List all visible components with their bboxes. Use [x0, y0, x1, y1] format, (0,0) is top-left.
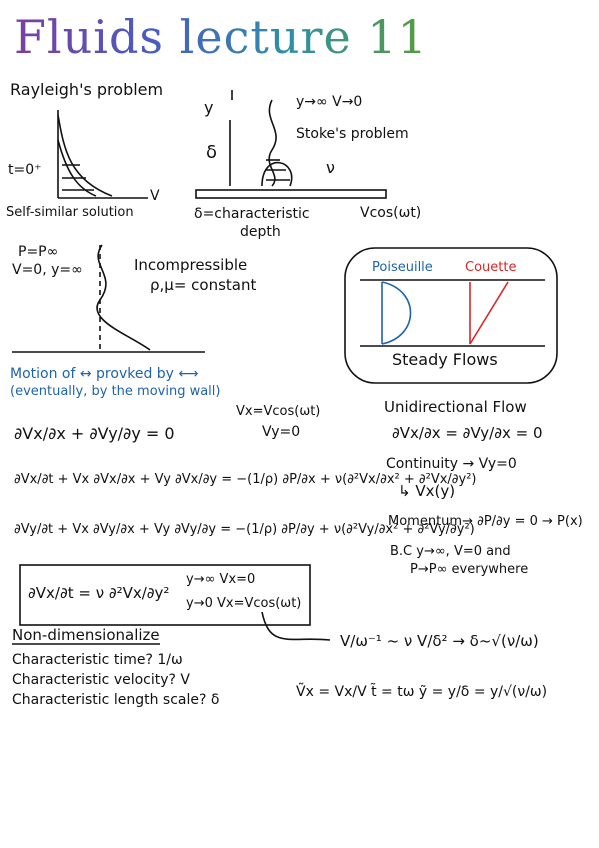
- unidir-bc1: B.C y→∞, V=0 and: [390, 544, 511, 559]
- unidir-continuity: Continuity → Vy=0: [386, 456, 517, 472]
- incomp-label: Incompressible: [134, 256, 248, 274]
- stokes-bc: y→∞ V→0: [296, 94, 363, 110]
- page-title: Fluids lecture 11: [14, 10, 428, 64]
- rayleigh-v: V: [150, 188, 160, 204]
- boxed-equation-frame: [19, 564, 311, 626]
- stokes-y: y: [204, 98, 214, 117]
- nondim-heading: Non-dimensionalize: [12, 626, 160, 644]
- stokes-delta: δ: [206, 142, 218, 163]
- unidir-vxy: ↳ Vx(y): [398, 482, 456, 500]
- unidir-bc2: P→P∞ everywhere: [410, 562, 529, 577]
- scaling-arrow: [261, 611, 331, 641]
- incompressible-sketch: [12, 244, 205, 353]
- rayleigh-selfsim: Self-similar solution: [6, 205, 134, 220]
- incomp-motion1: Motion of ↔ provked by ⟷: [10, 366, 199, 382]
- nondim-velocity: Characteristic velocity? V: [12, 672, 191, 688]
- rayleigh-t0: t=0⁺: [8, 162, 42, 178]
- unidir-momentum: Momentum→ ∂P/∂y = 0 → P(x): [388, 514, 583, 529]
- couette-label: Couette: [465, 260, 517, 275]
- nondim-length: Characteristic length scale? δ: [12, 692, 220, 708]
- stokes-name: Stoke's problem: [296, 126, 409, 142]
- steady-flows-label: Steady Flows: [392, 350, 498, 369]
- nondim-time: Characteristic time? 1/ω: [12, 652, 183, 668]
- incomp-motion2: (eventually, by the moving wall): [10, 384, 221, 399]
- cond-vx: Vx=Vcos(ωt): [236, 404, 321, 419]
- cond-vy: Vy=0: [262, 424, 301, 440]
- nondim-scaling: V/ω⁻¹ ~ ν V/δ² → δ~√(ν/ω): [340, 632, 539, 650]
- unidir-cont-eq: ∂Vx/∂x = ∂Vy/∂x = 0: [392, 424, 543, 442]
- boxed-pde: ∂Vx/∂t = ν ∂²Vx/∂y²: [28, 584, 170, 602]
- poiseuille-label: Poiseuille: [372, 260, 433, 275]
- incomp-const: ρ,μ= constant: [150, 276, 257, 294]
- nondim-vars: Ṽx = Vx/V t̃ = tω ỹ = y/δ = y/√(ν/ω): [296, 684, 548, 700]
- incomp-v0: V=0, y=∞: [12, 262, 83, 278]
- stokes-vcos: Vcos(ωt): [360, 205, 422, 221]
- stokes-char1: δ=characteristic: [194, 206, 310, 222]
- unidir-heading: Unidirectional Flow: [384, 398, 527, 416]
- stokes-nu: ν: [326, 158, 335, 177]
- x-momentum-equation: ∂Vx/∂t + Vx ∂Vx/∂x + Vy ∂Vx/∂y = −(1/ρ) …: [14, 472, 477, 487]
- continuity-equation: ∂Vx/∂x + ∂Vy/∂y = 0: [14, 424, 175, 443]
- stokes-char2: depth: [240, 224, 281, 240]
- y-momentum-equation: ∂Vy/∂t + Vx ∂Vy/∂x + Vy ∂Vy/∂y = −(1/ρ) …: [14, 522, 475, 537]
- stokes-sketch: [195, 90, 387, 199]
- incomp-pinf: P=P∞: [18, 244, 59, 260]
- boxed-bc1: y→∞ Vx=0: [186, 572, 256, 587]
- boxed-bc2: y→0 Vx=Vcos(ωt): [186, 596, 302, 611]
- steady-flows-box: [344, 247, 558, 384]
- rayleigh-sketch: [57, 110, 148, 199]
- rayleigh-heading: Rayleigh's problem: [10, 80, 164, 99]
